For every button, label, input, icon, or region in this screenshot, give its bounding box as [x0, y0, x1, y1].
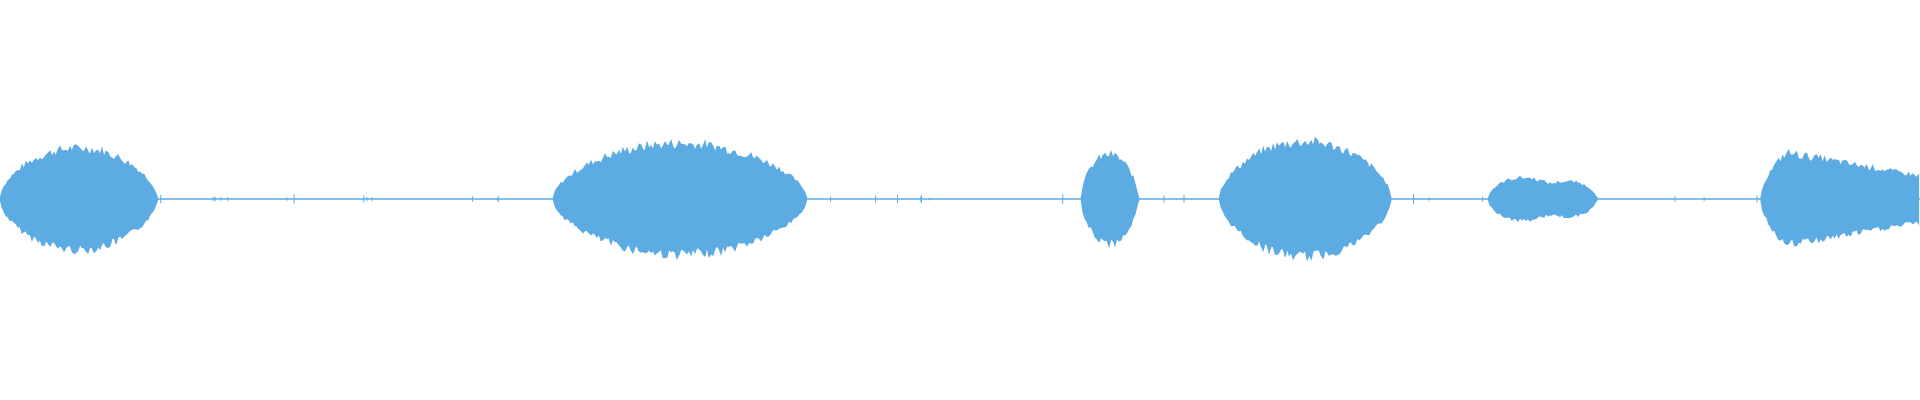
- waveform-segment: [1218, 136, 1416, 262]
- waveform-segment: [1080, 149, 1145, 249]
- waveform-segment: [552, 138, 843, 261]
- waveform-segments: [0, 136, 1920, 262]
- waveform-segment: [1760, 149, 1920, 247]
- waveform-segment: [0, 144, 180, 255]
- waveform-segment: [1487, 175, 1612, 223]
